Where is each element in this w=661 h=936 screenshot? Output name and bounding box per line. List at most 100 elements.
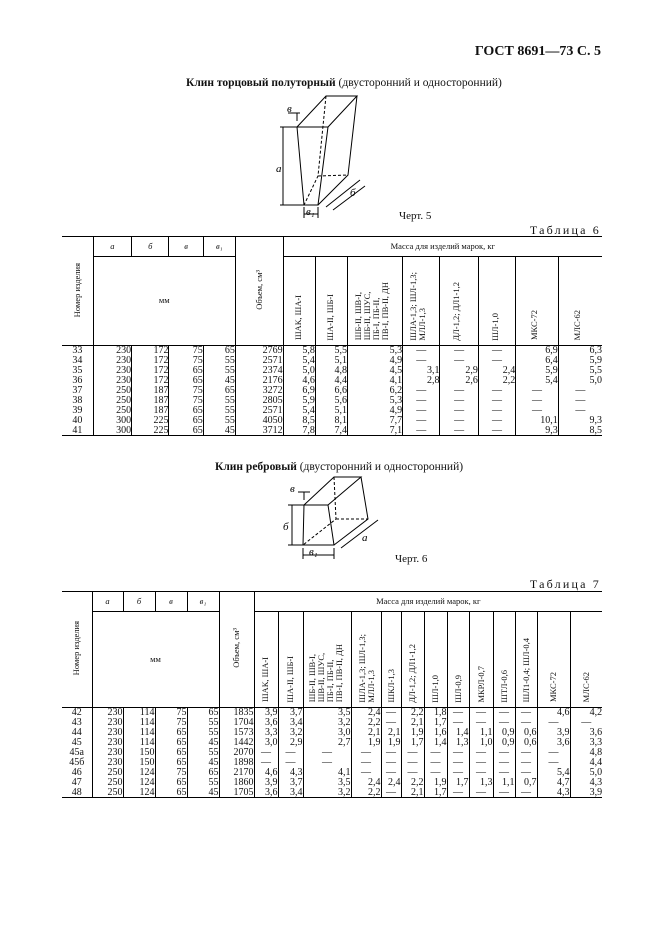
- t6-cell: 65: [168, 425, 204, 437]
- t6-cell: 75: [168, 355, 204, 366]
- t6-head-v: в: [168, 236, 204, 257]
- t6-cell: 8,5: [282, 415, 316, 426]
- t6-head-num: Номер изделия: [62, 236, 94, 346]
- t7-head-num: Номер изделия: [62, 591, 93, 708]
- t6-cell: 6,3: [557, 345, 602, 356]
- t7-mark-7: ШЛ-0,9: [446, 611, 470, 708]
- t6-cell: 5,0: [282, 365, 316, 376]
- t6-mark-7: МЛС-62: [557, 256, 602, 346]
- fig5-label-bottom: б: [350, 187, 356, 199]
- t6-cell: 6,9: [282, 385, 316, 396]
- t7-cell: 4,2: [569, 707, 603, 718]
- t6-cell: 4,1: [347, 375, 404, 386]
- t6-cell: 5,4: [282, 405, 316, 416]
- t6-cell: —: [557, 395, 602, 406]
- t7-mark-0: ШАК, ША-I: [253, 611, 279, 708]
- t6-mark-2: ШБ-II, ШВ-I, ШБ-II, ШУС, ПБ-I, ПБ-II, ПВ…: [347, 256, 404, 346]
- t7-head-a: а: [91, 591, 124, 612]
- section2-title-rest: (двусторонний и односторонний): [296, 461, 464, 473]
- t6-cell: 230: [92, 345, 133, 356]
- t6-cell: 230: [92, 375, 133, 386]
- t7-mark-8: МКРЛ-0,7: [468, 611, 494, 708]
- t6-cell: 55: [202, 415, 236, 426]
- t6-cell: 172: [131, 365, 170, 376]
- t6-cell: 230: [92, 355, 133, 366]
- t6-cell: 7,1: [347, 425, 404, 437]
- t6-cell: 8,1: [314, 415, 349, 426]
- t6-cell: 75: [168, 345, 204, 356]
- t6-cell: 5,1: [314, 355, 349, 366]
- t6-cell: 5,6: [314, 395, 349, 406]
- t6-cell: 250: [92, 395, 133, 406]
- t6-cell: 55: [202, 355, 236, 366]
- t6-cell: 225: [131, 415, 170, 426]
- t7-cell: 45: [186, 787, 220, 799]
- section2-title: Клин ребровый (двусторонний и односторон…: [215, 461, 463, 473]
- fig5-label-top: в: [287, 103, 292, 115]
- t6-cell: 55: [202, 365, 236, 376]
- table7-caption: Таблица 7: [529, 577, 601, 591]
- t6-cell: 2,6: [439, 375, 479, 386]
- t6-cell: 7,4: [314, 425, 349, 437]
- t6-cell: —: [439, 405, 479, 416]
- t6-head-mm: мм: [92, 256, 236, 346]
- t6-cell: —: [439, 425, 479, 437]
- t6-cell: 300: [92, 415, 133, 426]
- t7-mark-11: МКС-72: [536, 611, 571, 708]
- t7-cell: —: [492, 787, 516, 799]
- t6-cell: 3,1: [402, 365, 441, 376]
- fig6-label-bottom: а: [362, 532, 368, 544]
- section1-title-rest: (двусторонний и односторонний): [335, 77, 502, 89]
- t6-cell: 5,1: [314, 405, 349, 416]
- t6-cell: 8,5: [557, 425, 602, 437]
- t6-mark-4: ДЛ-1,2; ДЛ1-1,2: [439, 256, 479, 346]
- t7-cell: 4,4: [569, 757, 603, 768]
- t6-cell: 65: [168, 365, 204, 376]
- t6-mark-3: ШЛА-1,3; ШЛ-1,3; МЛЛ-1,3: [402, 256, 441, 346]
- t6-cell: 2,8: [402, 375, 441, 386]
- t6-cell: 65: [168, 405, 204, 416]
- t7-cell: 3,2: [302, 787, 352, 799]
- t7-cell: —: [468, 787, 494, 799]
- t6-head-v1: в₁: [202, 236, 236, 257]
- t7-head-v1: в₁: [186, 591, 220, 612]
- t6-mark-1: ША-II, ШБ-I: [314, 256, 349, 346]
- t6-cell: 65: [202, 385, 236, 396]
- t7-head-vol: Объем, см³: [218, 591, 255, 708]
- t7-mark-5: ДЛ-1,2; ДЛ1-1,2: [400, 611, 425, 708]
- t6-cell: 9,3: [557, 415, 602, 426]
- t6-cell: —: [557, 385, 602, 396]
- t6-cell: 187: [131, 395, 170, 406]
- t7-cell: 3,6: [569, 727, 603, 738]
- t6-cell: 4,4: [314, 375, 349, 386]
- t6-cell: 4,6: [282, 375, 316, 386]
- t6-cell: —: [402, 425, 441, 437]
- t6-cell: —: [477, 415, 517, 426]
- t7-cell: 3,6: [253, 787, 279, 799]
- t6-cell: —: [557, 405, 602, 416]
- t6-cell: 4,9: [347, 355, 404, 366]
- t6-cell: 225: [131, 425, 170, 437]
- t6-cell: 5,8: [282, 345, 316, 356]
- section1-title-bold: Клин торцовый полуторный: [186, 77, 336, 89]
- t7-cell: —: [514, 787, 538, 799]
- t6-head-mass: Масса для изделий марок, кг: [282, 236, 602, 257]
- t6-mark-6: МКС-72: [515, 256, 559, 346]
- t6-cell: 65: [168, 415, 204, 426]
- fig5-label-bottom-left: в₁: [306, 206, 315, 218]
- fig6-label-side: б: [283, 521, 289, 533]
- t7-cell: 2,2: [350, 787, 382, 799]
- t6-cell: 45: [202, 425, 236, 437]
- t6-cell: 4,5: [347, 365, 404, 376]
- fig6-label-top: в: [290, 483, 295, 495]
- t6-cell: 230: [92, 365, 133, 376]
- t6-cell: 172: [131, 345, 170, 356]
